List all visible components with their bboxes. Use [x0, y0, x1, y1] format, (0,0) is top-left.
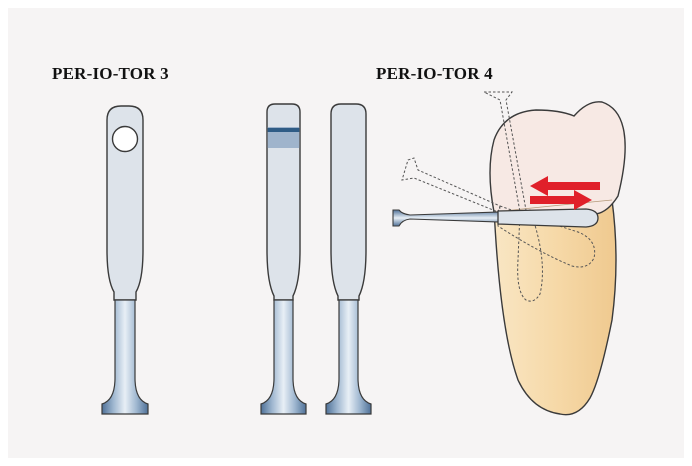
- periotor-3-hole: [113, 127, 138, 152]
- inserted-blade: [498, 209, 598, 227]
- periotor-4-side-blade: [331, 104, 366, 300]
- periotor-4-band-line: [268, 128, 300, 132]
- periotor-3-label: PER-IO-TOR 3: [52, 64, 169, 84]
- periotor-4-label: PER-IO-TOR 4: [376, 64, 493, 84]
